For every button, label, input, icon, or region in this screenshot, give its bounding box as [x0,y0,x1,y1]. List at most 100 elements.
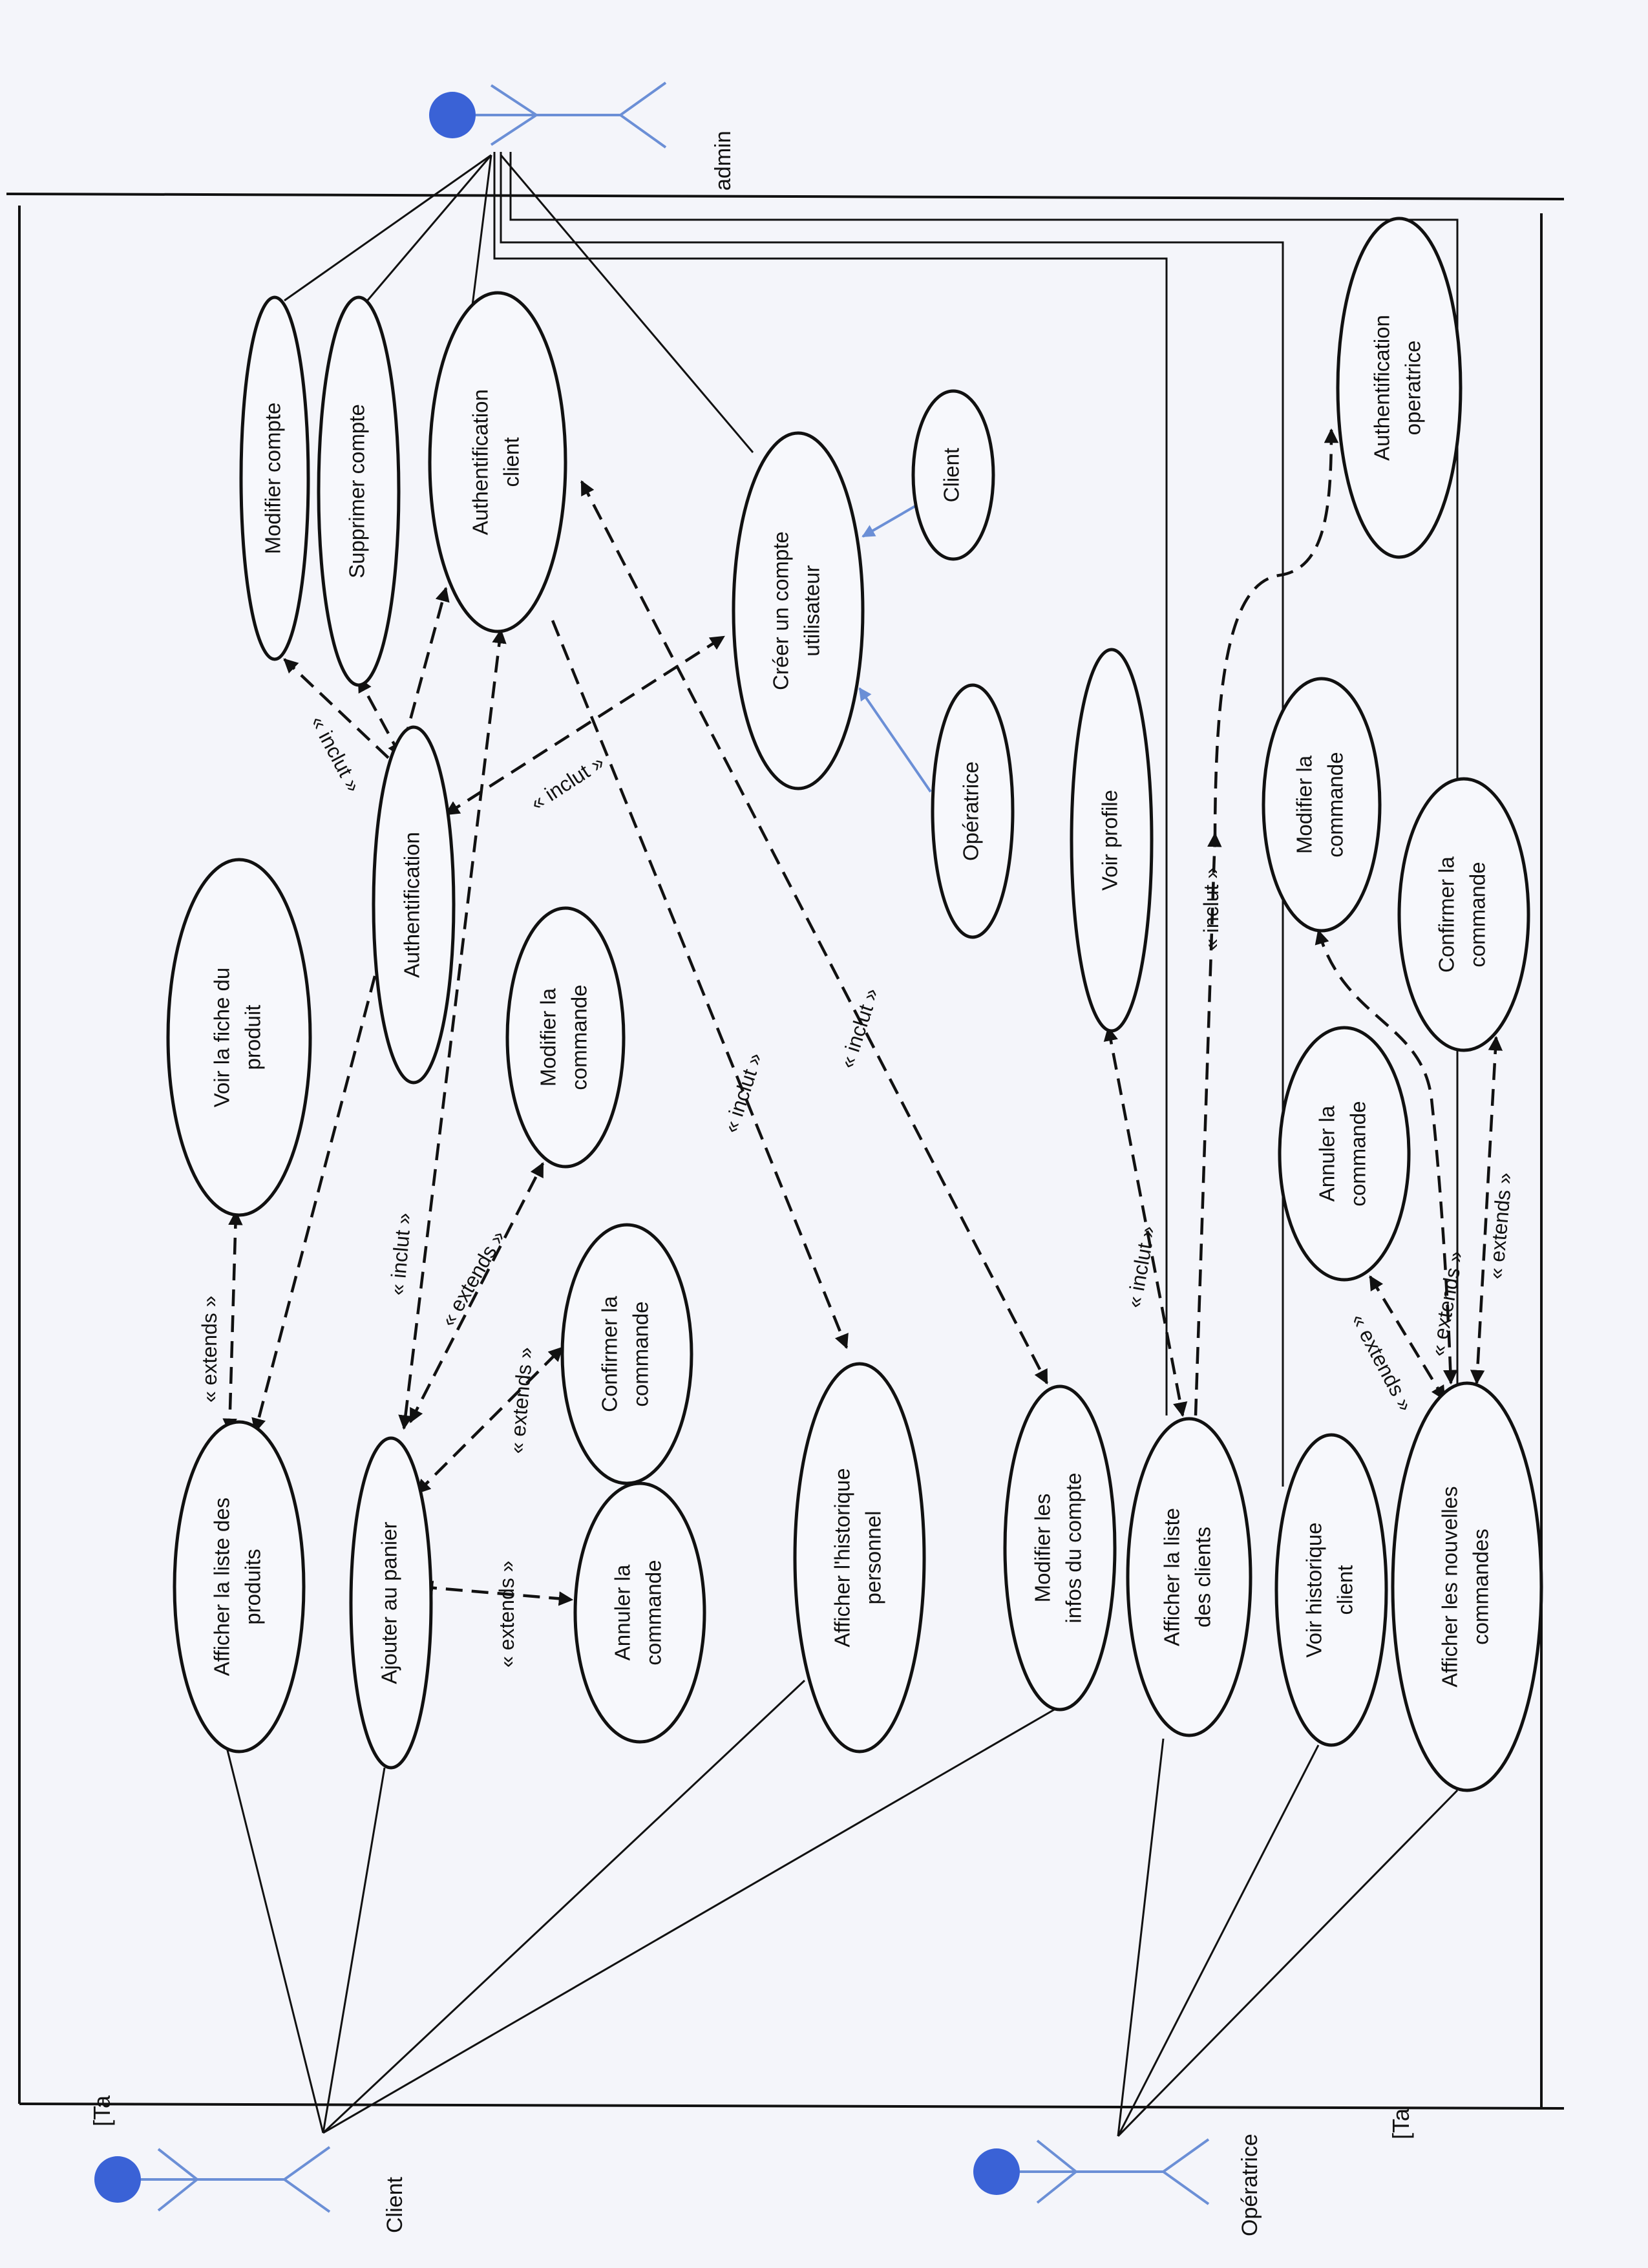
usecase-label: Modifier les [1031,1494,1055,1603]
client-associations [225,1679,1061,2134]
usecase-voir-fiche-produit[interactable]: Voir la fiche du produit [166,858,312,1217]
usecase-ellipse [793,1362,926,1754]
usecase-voir-historique-client[interactable]: Voir historique client [1274,1433,1388,1747]
fragment-label-right: [Ta [1388,2108,1414,2139]
usecase-ellipse [1003,1384,1117,1712]
usecase-label: Créer un compte [769,531,793,690]
usecase-ellipse [1397,777,1530,1052]
usecase-label: Voir la fiche du [210,968,234,1107]
actor-head [973,2148,1020,2195]
usecase-label: des clients [1191,1527,1215,1627]
generalization-arrows [858,500,932,793]
usecase-supprimer-compte[interactable]: Supprimer compte [317,295,401,687]
usecase-label: operatrice [1401,341,1425,436]
usecase-ellipse [239,295,310,661]
usecase-authentification-client[interactable]: Authentification client [428,291,567,633]
usecase-client-generalization[interactable]: Client [911,389,995,561]
usecase-ellipse [1274,1433,1388,1747]
usecase-ellipse [911,389,995,561]
usecase-ellipse [505,906,626,1169]
label-inclut: « inclut » [385,1212,416,1297]
usecase-label: Afficher la liste [1160,1508,1184,1646]
usecase-label: commande [629,1301,653,1406]
usecase-ajouter-au-panier[interactable]: Ajouter au panier [349,1436,433,1770]
usecase-label: commande [1466,862,1490,967]
label-extends: « extends » [436,1226,510,1330]
admin-associations [284,154,754,453]
label-extends: « extends » [1426,1249,1467,1358]
usecase-label: commande [1324,752,1347,857]
usecase-label: client [500,437,523,487]
usecase-label: produits [241,1549,265,1624]
usecase-annuler-commande-operatrice[interactable]: Annuler la commande [1278,1026,1411,1282]
usecase-ellipse [372,725,456,1085]
actor-label-admin: admin [711,131,735,191]
usecase-ellipse [1070,648,1154,1033]
label-extends: « extends » [505,1346,537,1455]
usecase-label: produit [241,1005,265,1070]
actor-client[interactable]: Client [94,2146,407,2233]
actor-label-client: Client [383,2177,407,2233]
usecase-ellipse [1336,217,1463,559]
usecase-label: Opératrice [959,761,983,861]
label-extends: « extends » [1484,1172,1516,1280]
usecase-ellipse [428,291,567,633]
usecase-ellipse [1391,1381,1543,1792]
usecase-modifier-commande-operatrice[interactable]: Modifier la commande [1262,677,1382,933]
usecase-operatrice-generalization[interactable]: Opératrice [931,683,1015,939]
usecase-label: commande [642,1560,666,1665]
actor-admin[interactable]: admin [429,81,735,191]
actor-label-operatrice: Opératrice [1238,2134,1262,2236]
usecase-label: commande [567,984,591,1090]
usecase-label: Voir profile [1098,790,1122,891]
usecase-label: Annuler la [611,1564,635,1660]
usecase-label: Modifier la [1293,755,1316,854]
usecase-ellipse [317,295,401,687]
usecase-ellipse [1126,1417,1252,1737]
actor-head [94,2156,141,2203]
label-extends: « extends » [1347,1309,1417,1415]
actor-operatrice[interactable]: Opératrice [973,2134,1262,2236]
usecase-label: Afficher la liste des [210,1498,234,1676]
label-inclut: « inclut » [1199,867,1223,950]
usecase-label: Supprimer compte [345,404,369,578]
usecase-label: commande [1346,1101,1370,1206]
usecase-annuler-commande-client[interactable]: Annuler la commande [573,1481,706,1744]
actor-head [429,92,476,138]
usecase-ellipse [166,858,312,1217]
usecase-creer-compte[interactable]: Créer un compte utilisateur [732,431,865,790]
use-cases: Modifier compte Supprimer compte Authent… [166,217,1543,1792]
usecase-label: Afficher les nouvelles [1438,1486,1462,1687]
usecase-label: Authentification [469,389,492,535]
label-inclut: « inclut » [306,712,366,796]
usecase-label: client [1333,1565,1357,1615]
usecase-label: Client [940,448,964,502]
usecase-label: Voir historique [1302,1522,1326,1657]
label-extends: « extends » [198,1296,221,1403]
usecase-label: Confirmer la [1435,856,1459,973]
usecase-ellipse [1278,1026,1411,1282]
usecase-afficher-liste-clients[interactable]: Afficher la liste des clients [1126,1417,1252,1737]
usecase-label: utilisateur [800,565,824,656]
system-frame [6,193,1565,2110]
label-inclut: « inclut » [835,985,883,1071]
label-inclut: « inclut » [719,1050,766,1136]
label-inclut: « inclut » [526,750,608,815]
usecase-confirmer-commande-operatrice[interactable]: Confirmer la commande [1397,777,1530,1052]
usecase-label: Annuler la [1315,1105,1339,1202]
usecase-afficher-liste-produits[interactable]: Afficher la liste des produits [173,1420,306,1754]
actor-body [141,2146,331,2213]
usecase-label: Modifier compte [261,403,285,555]
usecase-modifier-compte[interactable]: Modifier compte [239,295,310,661]
usecase-ellipse [931,683,1015,939]
usecase-voir-profile[interactable]: Voir profile [1070,648,1154,1033]
usecase-authentification[interactable]: Authentification [372,725,456,1085]
usecase-label: personnel [861,1511,885,1605]
